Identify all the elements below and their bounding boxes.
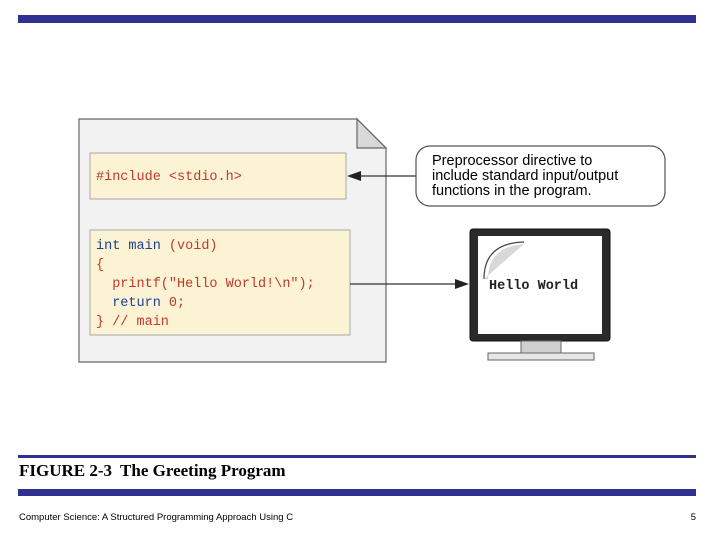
callout-line: functions in the program. — [432, 183, 592, 199]
figure-caption: FIGURE 2-3 The Greeting Program — [19, 461, 286, 481]
output-arrow — [350, 279, 469, 289]
callout-line: Preprocessor directive to — [432, 153, 592, 169]
page-number: 5 — [690, 512, 696, 523]
screen-output: Hello World — [489, 279, 578, 294]
main-function-box: int main (void) { printf("Hello World!\n… — [89, 229, 351, 336]
code-line: return 0; — [96, 296, 185, 311]
preprocessor-arrow — [347, 171, 416, 181]
bottom-rule — [18, 489, 696, 496]
figure-label: FIGURE 2-3 — [19, 461, 113, 480]
monitor-icon: Hello World — [469, 228, 611, 361]
code-line: printf("Hello World!\n"); — [96, 277, 315, 292]
code-line: } // main — [96, 315, 169, 330]
code-line: int main (void) — [96, 239, 218, 254]
callout-line: include standard input/output — [432, 168, 618, 184]
preprocessor-code: #include <stdio.h> — [96, 170, 242, 185]
code-line: { — [96, 258, 104, 273]
figure-title: The Greeting Program — [120, 461, 286, 480]
preprocessor-box: #include <stdio.h> — [89, 152, 347, 200]
top-rule — [18, 15, 696, 23]
footer-book-title: Computer Science: A Structured Programmi… — [19, 512, 294, 523]
preprocessor-callout: Preprocessor directive to include standa… — [415, 145, 666, 207]
caption-rule — [18, 455, 696, 458]
